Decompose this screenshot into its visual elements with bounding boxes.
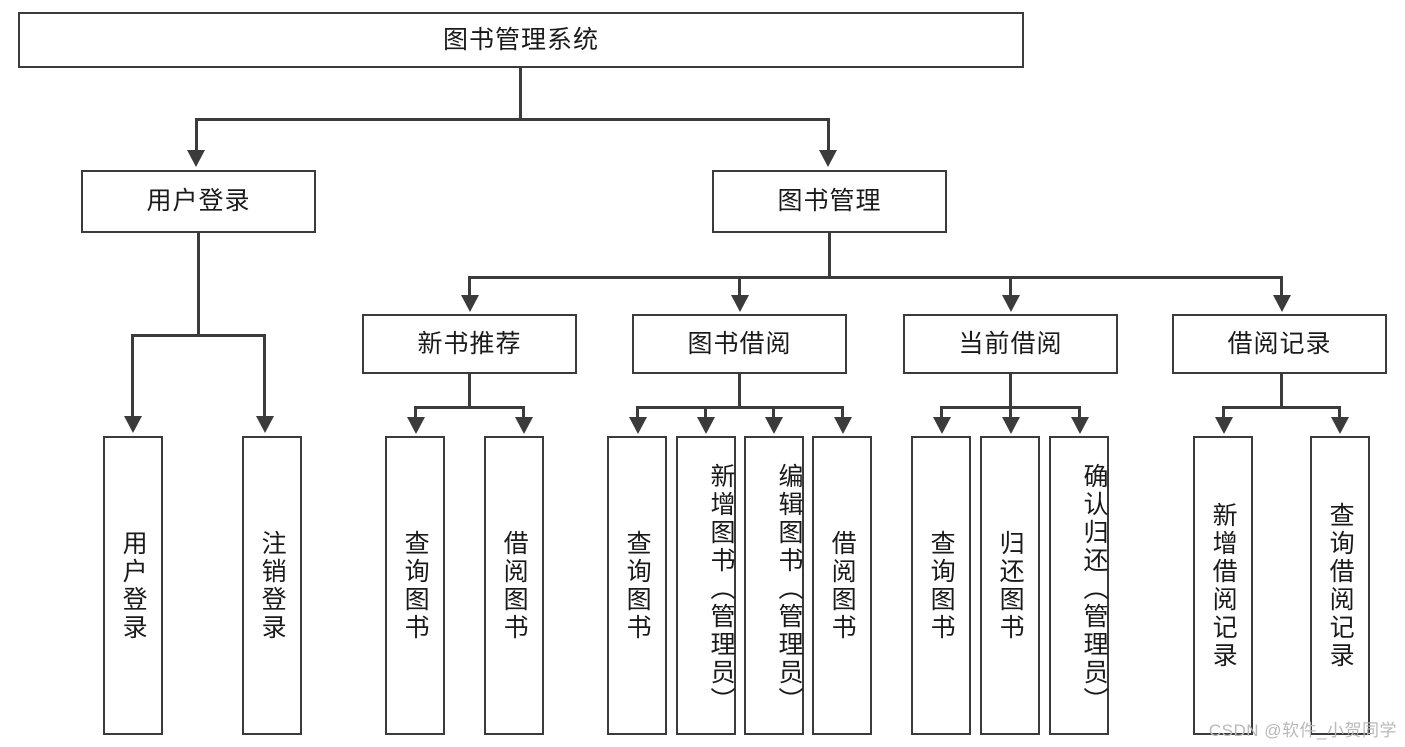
node-book-management[interactable]: 图书管理 [712, 170, 947, 233]
edge-book-manage-drop-3 [1009, 276, 1012, 298]
edge-root-bus [195, 118, 829, 121]
arrowhead-user-login [187, 150, 205, 167]
node-borrow-record[interactable]: 借阅记录 [1172, 314, 1387, 374]
edge-book-manage-drop-4 [1280, 276, 1283, 298]
leaf-nb-borrow-book[interactable]: 借阅图书 [484, 436, 544, 735]
edge-book-borrow-drop-1 [636, 406, 639, 420]
arrowhead-nb-leaf-2 [515, 417, 533, 434]
edge-borrow-record-drop-2 [1338, 406, 1341, 420]
edge-book-borrow-stem [738, 374, 741, 408]
arrowhead-bb-leaf-3 [765, 417, 783, 434]
arrowhead-bb-leaf-4 [834, 417, 852, 434]
leaf-bb-add-book-admin[interactable]: 新增图书（管理员） [676, 436, 736, 735]
edge-book-borrow-drop-3 [772, 406, 775, 420]
leaf-bb-borrow-book[interactable]: 借阅图书 [812, 436, 872, 735]
node-user-login[interactable]: 用户登录 [81, 170, 316, 233]
arrowhead-cb-leaf-1 [933, 417, 951, 434]
edge-new-book-bus [414, 406, 525, 409]
arrowhead-bb-leaf-2 [697, 417, 715, 434]
edge-book-borrow-drop-4 [841, 406, 844, 420]
arrowhead-br-leaf-1 [1215, 417, 1233, 434]
edge-current-borrow-stem [1009, 374, 1012, 408]
edge-book-manage-bus [468, 276, 1283, 279]
csdn-watermark: CSDN @软件_小贺同学 [1208, 721, 1397, 740]
edge-root-to-book-manage [827, 118, 830, 153]
node-current-borrow[interactable]: 当前借阅 [903, 314, 1118, 374]
edge-root-to-user-login [195, 118, 198, 153]
arrowhead-leaf-user-login [124, 416, 142, 433]
edge-borrow-record-drop-1 [1222, 406, 1225, 420]
edge-new-book-stem [468, 374, 471, 408]
edge-root-stem [519, 68, 522, 120]
leaf-cb-confirm-return-admin[interactable]: 确认归还（管理员） [1049, 436, 1109, 735]
edge-book-borrow-drop-2 [704, 406, 707, 420]
leaf-bb-edit-book-admin[interactable]: 编辑图书（管理员） [744, 436, 804, 735]
arrowhead-bb-leaf-1 [629, 417, 647, 434]
edge-book-manage-drop-1 [468, 276, 471, 298]
arrowhead-book-borrow [731, 295, 749, 312]
arrowhead-nb-leaf-1 [407, 417, 425, 434]
edge-new-book-drop-2 [522, 406, 525, 420]
leaf-bb-query-book[interactable]: 查询图书 [607, 436, 667, 735]
node-book-borrow[interactable]: 图书借阅 [632, 314, 847, 374]
edge-user-login-bus [131, 334, 266, 337]
edge-current-borrow-drop-1 [940, 406, 943, 420]
leaf-user-login[interactable]: 用户登录 [103, 436, 163, 735]
arrowhead-book-manage [819, 150, 837, 167]
edge-user-login-drop-1 [131, 334, 134, 419]
edge-borrow-record-stem [1280, 374, 1283, 408]
leaf-br-query-record[interactable]: 查询借阅记录 [1310, 436, 1370, 735]
arrowhead-cb-leaf-2 [1002, 417, 1020, 434]
leaf-nb-query-book[interactable]: 查询图书 [385, 436, 445, 735]
edge-user-login-drop-2 [263, 334, 266, 419]
arrowhead-borrow-record [1273, 295, 1291, 312]
leaf-cb-query-book[interactable]: 查询图书 [911, 436, 971, 735]
arrowhead-new-book [461, 295, 479, 312]
edge-current-borrow-drop-2 [1009, 406, 1012, 420]
node-root-system[interactable]: 图书管理系统 [18, 12, 1024, 68]
node-new-book-recommend[interactable]: 新书推荐 [362, 314, 577, 374]
edge-user-login-stem [197, 233, 200, 336]
arrowhead-cb-leaf-3 [1071, 417, 1089, 434]
arrowhead-current-borrow [1002, 295, 1020, 312]
arrowhead-leaf-logout [256, 416, 274, 433]
edge-book-manage-drop-2 [738, 276, 741, 298]
edge-borrow-record-bus [1222, 406, 1341, 409]
edge-book-manage-stem [828, 233, 831, 278]
edge-book-borrow-bus [636, 406, 844, 409]
leaf-br-add-record[interactable]: 新增借阅记录 [1193, 436, 1253, 735]
leaf-logout[interactable]: 注销登录 [242, 436, 302, 735]
leaf-cb-return-book[interactable]: 归还图书 [980, 436, 1040, 735]
arrowhead-br-leaf-2 [1331, 417, 1349, 434]
edge-new-book-drop-1 [414, 406, 417, 420]
edge-current-borrow-drop-3 [1078, 406, 1081, 420]
